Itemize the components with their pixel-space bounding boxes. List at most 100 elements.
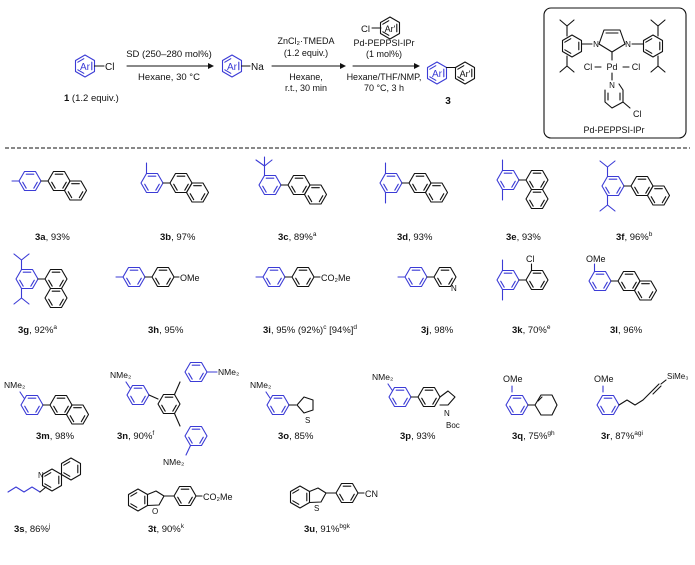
product-label-3q: 3q, 75%gh (512, 430, 555, 442)
n-label: N (38, 471, 44, 480)
product-label-3g: 3g, 92%a (18, 324, 57, 336)
s-label: S (314, 504, 319, 513)
nme2-label: NMe₂ (250, 380, 271, 390)
catalyst-name: Pd-PEPPSI-IPr (583, 125, 644, 135)
product-3f (599, 160, 670, 212)
product-3a (11, 170, 87, 201)
product-3d (379, 162, 448, 204)
product-label-3o: 3o, 85% (278, 431, 314, 442)
nme2-label: NMe₂ (163, 457, 184, 467)
aryl-prime-chloride: Cl Ar' (361, 16, 401, 40)
nme2-label: NMe₂ (4, 380, 25, 390)
product-3t: O CO₂Me (127, 485, 233, 516)
step3-conditions: 70 °C, 3 h (364, 83, 404, 93)
step2-conditions: r.t., 30 min (285, 83, 327, 93)
n-label: N (593, 40, 599, 49)
boc-label: Boc (446, 421, 460, 430)
product-3j: N (397, 266, 457, 293)
step2-solvent: Hexane, (289, 72, 323, 82)
ar-label: Ar (227, 62, 238, 73)
product-3k: Cl (496, 254, 549, 301)
product-label-3u: 3u, 91%bgk (304, 523, 351, 535)
nme2-label: NMe₂ (218, 367, 239, 377)
product-number: 3 (445, 96, 451, 107)
step1-conditions: Hexane, 30 °C (138, 72, 200, 83)
ome-label: OMe (594, 374, 614, 384)
product-label-3l: 3l, 96% (610, 325, 643, 336)
product-3u: S CN (289, 482, 378, 513)
product-label-3n: 3n, 90%f (117, 430, 154, 442)
product-label-3p: 3p, 93% (400, 431, 436, 442)
co2me-label: CO₂Me (203, 492, 233, 502)
sm-equiv: (1.2 equiv.) (69, 93, 118, 104)
aryl-sodium-intermediate: Ar Na (221, 54, 264, 78)
product-label-3m: 3m, 98% (36, 431, 75, 442)
step3-catalyst: Pd-PEPPSI-IPr (353, 38, 414, 48)
sime3-label: SiMe₃ (667, 372, 688, 381)
product-3g (13, 253, 68, 309)
product-label-3r: 3r, 87%agi (601, 430, 643, 442)
ome-label: OMe (503, 374, 523, 384)
product-3n: NMe₂ NMe₂ NMe₂ (110, 361, 239, 467)
o-label: O (152, 507, 158, 516)
product-label-3s: 3s, 86%j (14, 523, 50, 535)
nme2-label: NMe₂ (110, 370, 131, 380)
ar-label: Ar (432, 69, 443, 80)
product-label-3b: 3b, 97% (160, 232, 196, 243)
na-label: Na (251, 62, 264, 73)
product-label-3f: 3f, 96%b (616, 231, 653, 243)
product-3q: OMe (503, 374, 558, 416)
pd-label: Pd (606, 62, 617, 72)
biaryl-product: Ar Ar' (426, 61, 476, 85)
product-3s: N (7, 457, 82, 493)
catalyst-box: N N Pd Cl Cl N Cl Pd-PEPPSI-IPr (543, 7, 687, 139)
product-label-3c: 3c, 89%a (278, 231, 317, 243)
product-3c (255, 156, 327, 204)
product-3r: OMe SiMe₃ (594, 372, 688, 416)
step2-equiv: (1.2 equiv.) (284, 48, 328, 58)
product-3i: CO₂Me (255, 266, 351, 288)
step2-reagent: ZnCl₂·TMEDA (278, 36, 335, 46)
ome-label: OMe (586, 254, 606, 264)
product-label-3d: 3d, 93% (397, 232, 433, 243)
ar-label: Ar (80, 62, 91, 73)
product-label-3h: 3h, 95% (148, 325, 184, 336)
ar-prime-label: Ar' (460, 69, 471, 79)
cl-label: Cl (105, 62, 114, 73)
sm-number: 1 (64, 93, 70, 104)
product-3e (496, 159, 549, 210)
product-3b (140, 162, 209, 202)
product-3m: NMe₂ (4, 380, 89, 424)
product-label-3i: 3i, 95% (92%)c [94%]d (263, 324, 357, 336)
n-label: N (451, 284, 457, 293)
product-label-3t: 3t, 90%k (148, 523, 185, 535)
ome-label: OMe (180, 273, 200, 283)
n-label: N (625, 40, 631, 49)
product-3l: OMe (586, 254, 657, 300)
product-label-3k: 3k, 70%e (512, 324, 551, 336)
product-3h: OMe (115, 266, 200, 288)
step3-solvent: Hexane/THF/NMP, (347, 72, 422, 82)
cl-label: Cl (633, 109, 642, 119)
product-3o: NMe₂ S (250, 380, 314, 425)
aryl-chloride-sm: Ar Cl (74, 54, 114, 78)
ar-prime-label: Ar' (385, 24, 396, 34)
n-label: N (444, 409, 450, 418)
n-label: N (609, 81, 615, 90)
cl-label: Cl (361, 24, 370, 35)
step3-loading: (1 mol%) (366, 49, 402, 59)
product-label-3a: 3a, 93% (35, 232, 70, 243)
co2me-label: CO₂Me (321, 273, 351, 283)
cl-label: Cl (632, 62, 641, 72)
sm-caption: 1 (1.2 equiv.) (64, 93, 119, 104)
cn-label: CN (365, 489, 378, 499)
reaction-scheme-top: Ar Cl 1 (1.2 equiv.) SD (250–280 mol%) H… (64, 16, 476, 107)
cl-label: Cl (526, 254, 535, 264)
nme2-label: NMe₂ (372, 372, 393, 382)
product-label-3e: 3e, 93% (506, 232, 541, 243)
s-label: S (305, 416, 310, 425)
product-3p: NMe₂ N Boc (372, 372, 460, 430)
cl-label: Cl (584, 62, 593, 72)
product-label-3j: 3j, 98% (421, 325, 454, 336)
